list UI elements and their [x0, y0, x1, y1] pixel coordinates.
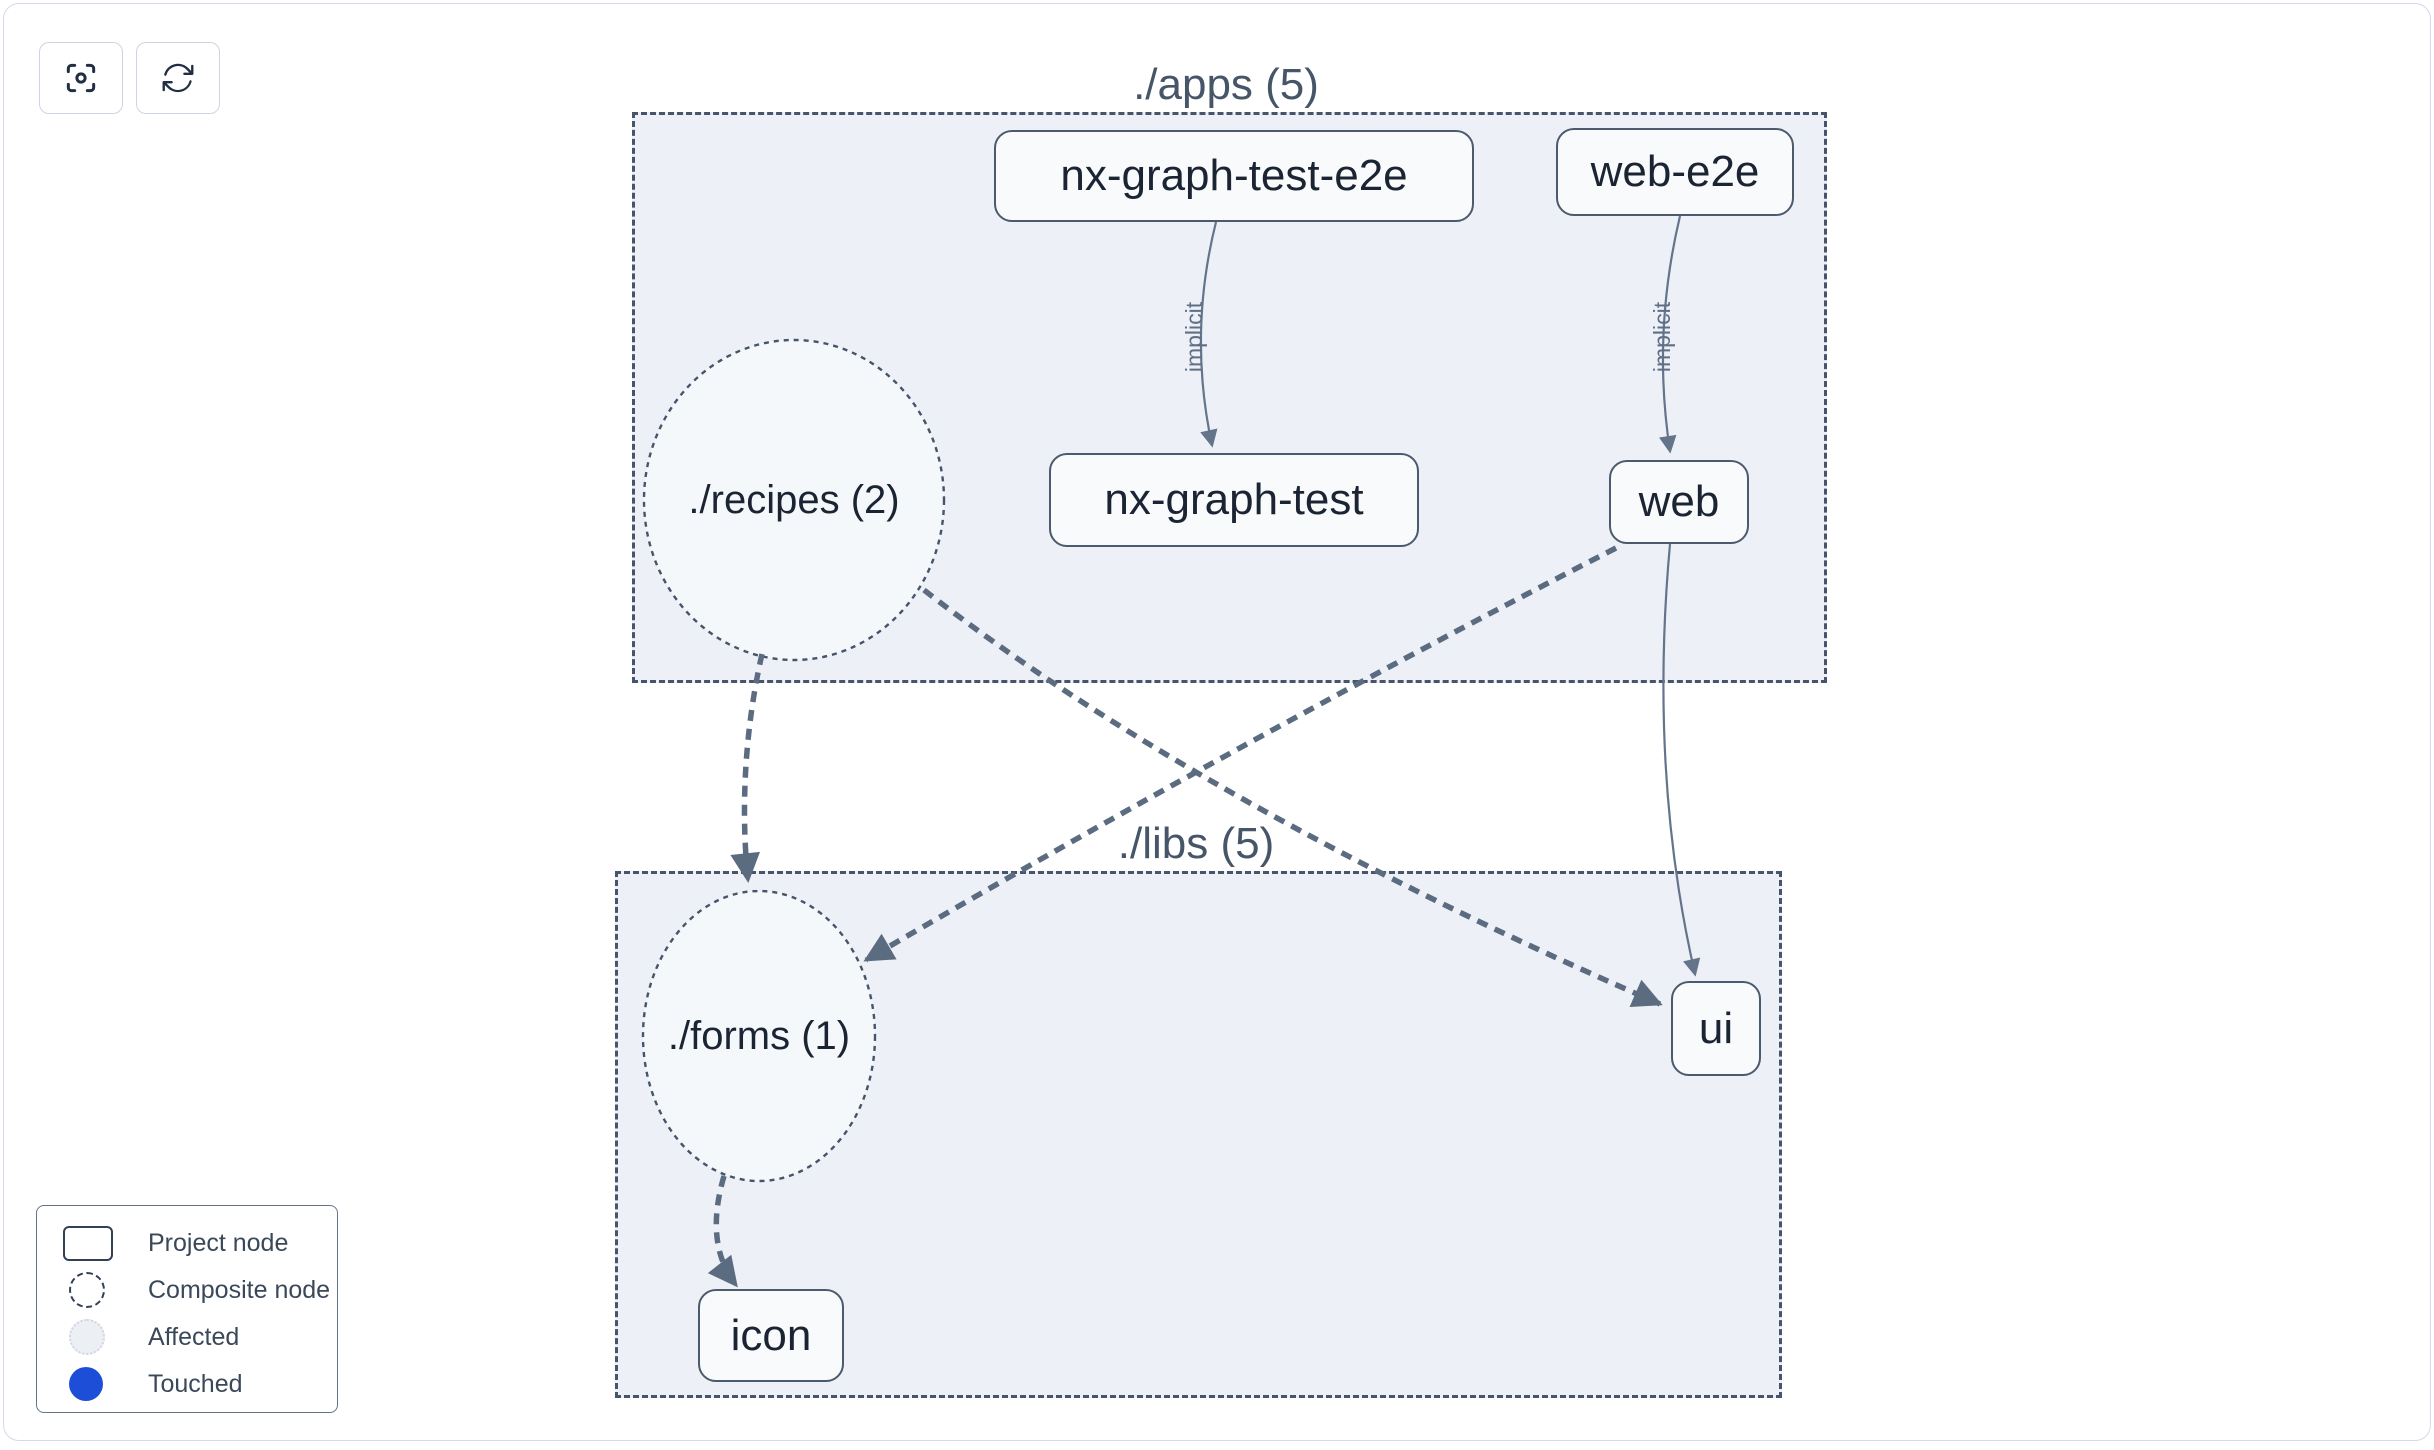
composite-node-forms[interactable] [641, 889, 877, 1183]
legend: Project node Composite node Affected Tou… [36, 1205, 338, 1413]
legend-label: Composite node [148, 1275, 331, 1304]
project-node-swatch [63, 1225, 113, 1261]
graph-canvas: ./apps (5) ./libs (5) implicit implicit … [3, 3, 2431, 1441]
node-web[interactable]: web [1609, 460, 1749, 544]
focus-graph-button[interactable] [39, 42, 123, 114]
composite-forms-label[interactable]: ./forms (1) [667, 1013, 851, 1058]
legend-row-affected: Affected [37, 1314, 337, 1360]
edge-web-e2e-to-web [1659, 215, 1682, 454]
edge-web-to-forms [863, 545, 1618, 963]
edge-forms-to-icon [707, 1175, 739, 1288]
legend-row-touched: Touched [37, 1361, 337, 1407]
composite-node-swatch [69, 1272, 105, 1308]
edge-recipes-to-ui [922, 587, 1663, 1007]
edge-web-to-ui [1662, 543, 1701, 977]
group-apps-label: ./apps (5) [1133, 60, 1319, 109]
node-nx-graph-test-e2e[interactable]: nx-graph-test-e2e [994, 130, 1474, 222]
edge-nx-graph-test-e2e-to-nx-graph-test [1199, 221, 1218, 448]
affected-swatch [69, 1319, 105, 1355]
composite-recipes-label[interactable]: ./recipes (2) [688, 477, 900, 522]
legend-label: Project node [148, 1228, 289, 1257]
composite-node-recipes[interactable] [642, 338, 946, 662]
legend-label: Touched [148, 1369, 243, 1398]
node-nx-graph-test[interactable]: nx-graph-test [1049, 453, 1419, 547]
group-libs-label: ./libs (5) [1117, 819, 1275, 868]
touched-swatch [69, 1367, 103, 1401]
legend-row-composite: Composite node [37, 1267, 337, 1313]
node-ui[interactable]: ui [1671, 981, 1761, 1076]
refresh-graph-button[interactable] [136, 42, 220, 114]
edge-recipes-to-forms [730, 653, 765, 883]
edge-label-implicit-1: implicit [1180, 301, 1207, 373]
focus-center-icon [66, 63, 96, 93]
edge-label-implicit-2: implicit [1648, 301, 1675, 373]
legend-label: Affected [148, 1322, 240, 1351]
node-web-e2e[interactable]: web-e2e [1556, 128, 1794, 216]
legend-row-project: Project node [37, 1220, 337, 1266]
refresh-icon [162, 63, 194, 93]
node-icon[interactable]: icon [698, 1289, 844, 1382]
